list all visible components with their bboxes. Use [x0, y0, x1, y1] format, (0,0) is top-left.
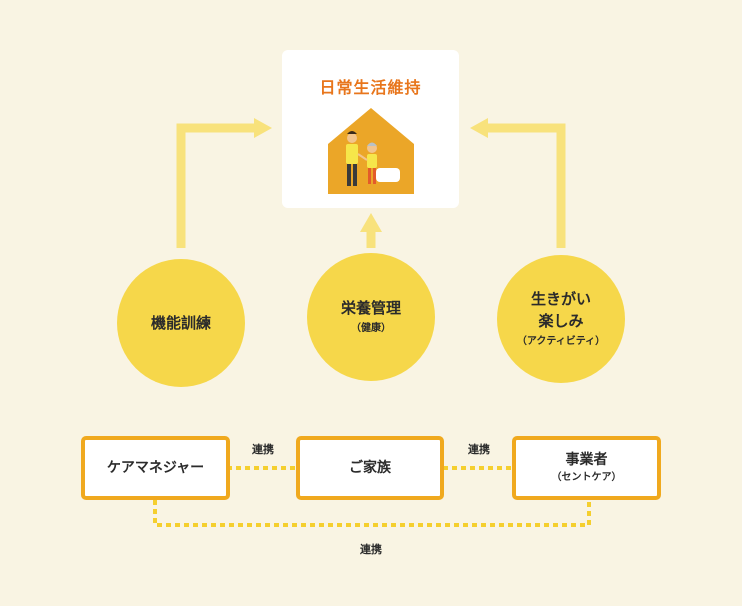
pillar-function-training: 機能訓練: [117, 259, 245, 387]
stakeholder-provider: 事業者 （セントケア）: [512, 436, 661, 500]
pillar-sublabel: （健康）: [351, 323, 391, 334]
arrow-left-path: [176, 123, 256, 248]
pillar-purpose: 生きがい 楽しみ （アクティビティ）: [497, 255, 625, 383]
pillar-label: 機能訓練: [150, 314, 211, 332]
pillar-label: 生きがい 楽しみ: [530, 290, 591, 330]
stakeholder-label: ケアマネジャー: [106, 460, 205, 476]
stakeholder-care-manager: ケアマネジャー: [81, 436, 230, 500]
pillar-label: 栄養管理: [340, 299, 401, 317]
stakeholder-family: ご家族: [296, 436, 444, 500]
link-label: 連携: [468, 443, 490, 456]
link-label: 連携: [252, 443, 274, 456]
goal-box: 日常生活維持: [282, 50, 459, 208]
pillar-nutrition: 栄養管理 （健康）: [307, 253, 435, 381]
link-line-3: [153, 500, 591, 527]
arrow-right-head: [470, 118, 488, 138]
pillar-sublabel: （アクティビティ）: [516, 336, 606, 347]
stakeholder-sublabel: （セントケア）: [551, 472, 622, 483]
arrow-left-head: [254, 118, 272, 138]
arrow-center-head: [360, 213, 382, 232]
arrow-right-path: [486, 123, 566, 248]
stakeholder-label: 事業者: [565, 452, 608, 468]
house-family-icon: [328, 108, 414, 194]
stakeholder-label: ご家族: [349, 460, 391, 476]
goal-title: 日常生活維持: [319, 78, 422, 97]
link-label: 連携: [360, 543, 382, 556]
